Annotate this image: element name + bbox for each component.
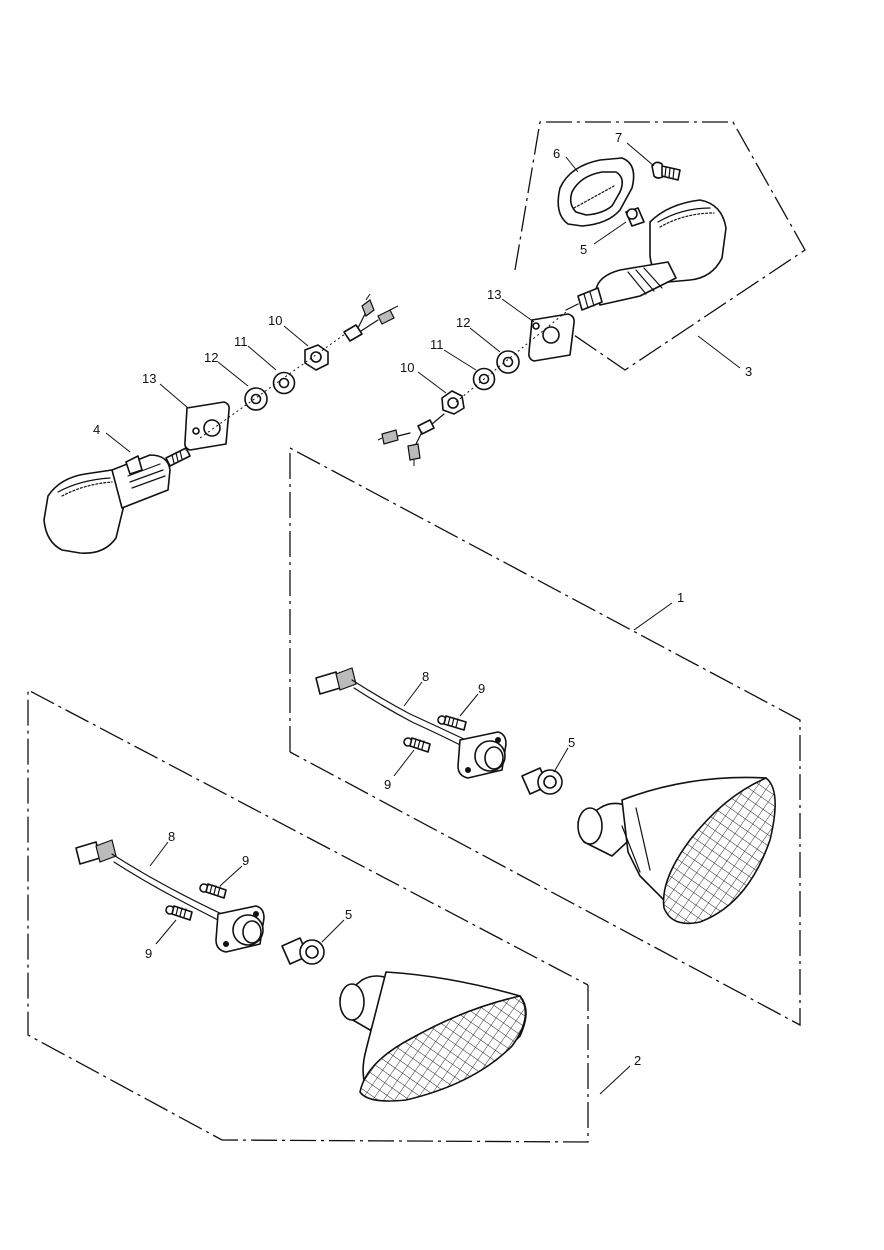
left-indicator-lens: [43, 469, 126, 555]
group1-socket: [457, 731, 507, 779]
leader-lines: [105, 142, 741, 1095]
callout-13-left: 13: [142, 371, 156, 386]
callout-11-left: 11: [234, 334, 248, 349]
group1-harness-8: [315, 667, 471, 751]
callout-12-left: 12: [204, 350, 218, 365]
group2-screw-9-lower: [165, 905, 193, 921]
callout-2: 2: [634, 1053, 641, 1068]
right-washer-12: [496, 350, 520, 374]
group2-harness-8: [75, 839, 227, 925]
right-lens-cover-6: [557, 157, 635, 227]
callout-9-group2-upper: 9: [242, 853, 249, 868]
group-2-boundary: [27, 688, 589, 1143]
group1-bulb-5: [521, 767, 563, 795]
callout-13-right: 13: [487, 287, 501, 302]
callout-1: 1: [677, 590, 684, 605]
left-nut-10: [304, 344, 329, 371]
right-indicator-assembly: [565, 199, 727, 311]
group2-lens-mesh: [359, 995, 527, 1102]
right-nut-10: [441, 390, 465, 415]
left-indicator-stem: [111, 454, 171, 509]
group1-lamp-housing: [577, 776, 776, 925]
callout-9-group2-lower: 9: [145, 946, 152, 961]
callout-labels: 1 2 3 4 5 5 5 6 7 8 8 9 9 9 9 10 10 11 1…: [93, 130, 752, 1068]
left-indicator-assembly: [43, 443, 197, 555]
callout-11-right: 11: [430, 337, 444, 352]
right-indicator-thread: [577, 287, 603, 311]
right-wire-connectors: [377, 413, 445, 466]
callout-9-group1-upper: 9: [478, 681, 485, 696]
group-1-boundary: [289, 446, 801, 1027]
right-mounting-plate-13: [528, 313, 575, 362]
left-washer-11: [272, 371, 296, 395]
right-indicator-stem: [595, 261, 677, 306]
callout-8-group1: 8: [422, 669, 429, 684]
callout-12-right: 12: [456, 315, 470, 330]
group2-socket: [215, 905, 265, 953]
group2-lamp-housing: [339, 971, 527, 1102]
callout-8-group2: 8: [168, 829, 175, 844]
group1-lens-mesh: [662, 777, 776, 925]
group1-screw-9-lower: [403, 737, 431, 753]
left-wire-connectors: [343, 293, 399, 342]
right-bulb-5: [625, 207, 645, 227]
group1-screw-9-upper: [437, 715, 467, 731]
callout-10-left: 10: [268, 313, 282, 328]
callout-5-group1: 5: [568, 735, 575, 750]
callout-5-right-indicator: 5: [580, 242, 587, 257]
callout-10-right: 10: [400, 360, 414, 375]
group2-screw-9-upper: [199, 883, 227, 899]
callout-9-group1-lower: 9: [384, 777, 391, 792]
callout-3: 3: [745, 364, 752, 379]
callout-5-group2: 5: [345, 907, 352, 922]
callout-4: 4: [93, 422, 100, 437]
right-screw-7: [651, 161, 681, 181]
callout-6: 6: [553, 146, 560, 161]
left-washer-12: [244, 387, 268, 411]
callout-7: 7: [615, 130, 622, 145]
group-3-boundary: [514, 121, 806, 371]
left-indicator-thread: [165, 447, 191, 467]
left-mounting-plate-13: [184, 401, 230, 451]
group2-bulb-5: [281, 937, 325, 965]
